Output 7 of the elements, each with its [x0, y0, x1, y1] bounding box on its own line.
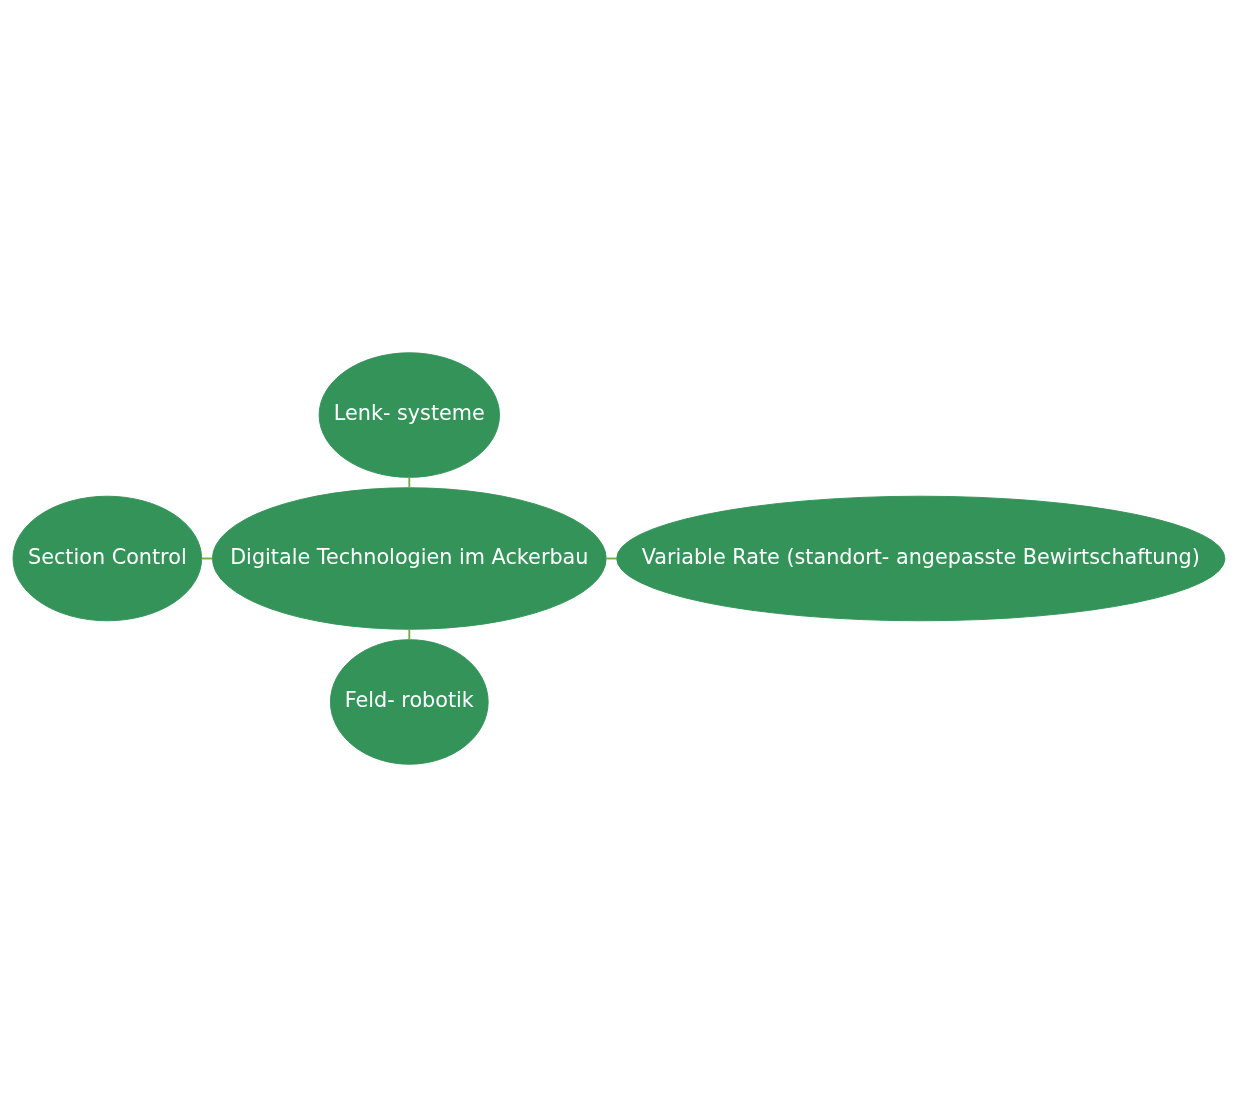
connector — [408, 628, 411, 641]
node-ellipse: Section Control — [12, 495, 203, 622]
node-ellipse: Digitale Technologien im Ackerbau — [211, 487, 607, 630]
node-ellipse: Lenk- systeme — [318, 352, 500, 478]
node-ellipse: Variable Rate (standort- angepasste Bewirtschaftung) — [616, 495, 1226, 622]
connector — [408, 476, 411, 489]
node-ellipse: Feld- robotik — [329, 639, 489, 765]
